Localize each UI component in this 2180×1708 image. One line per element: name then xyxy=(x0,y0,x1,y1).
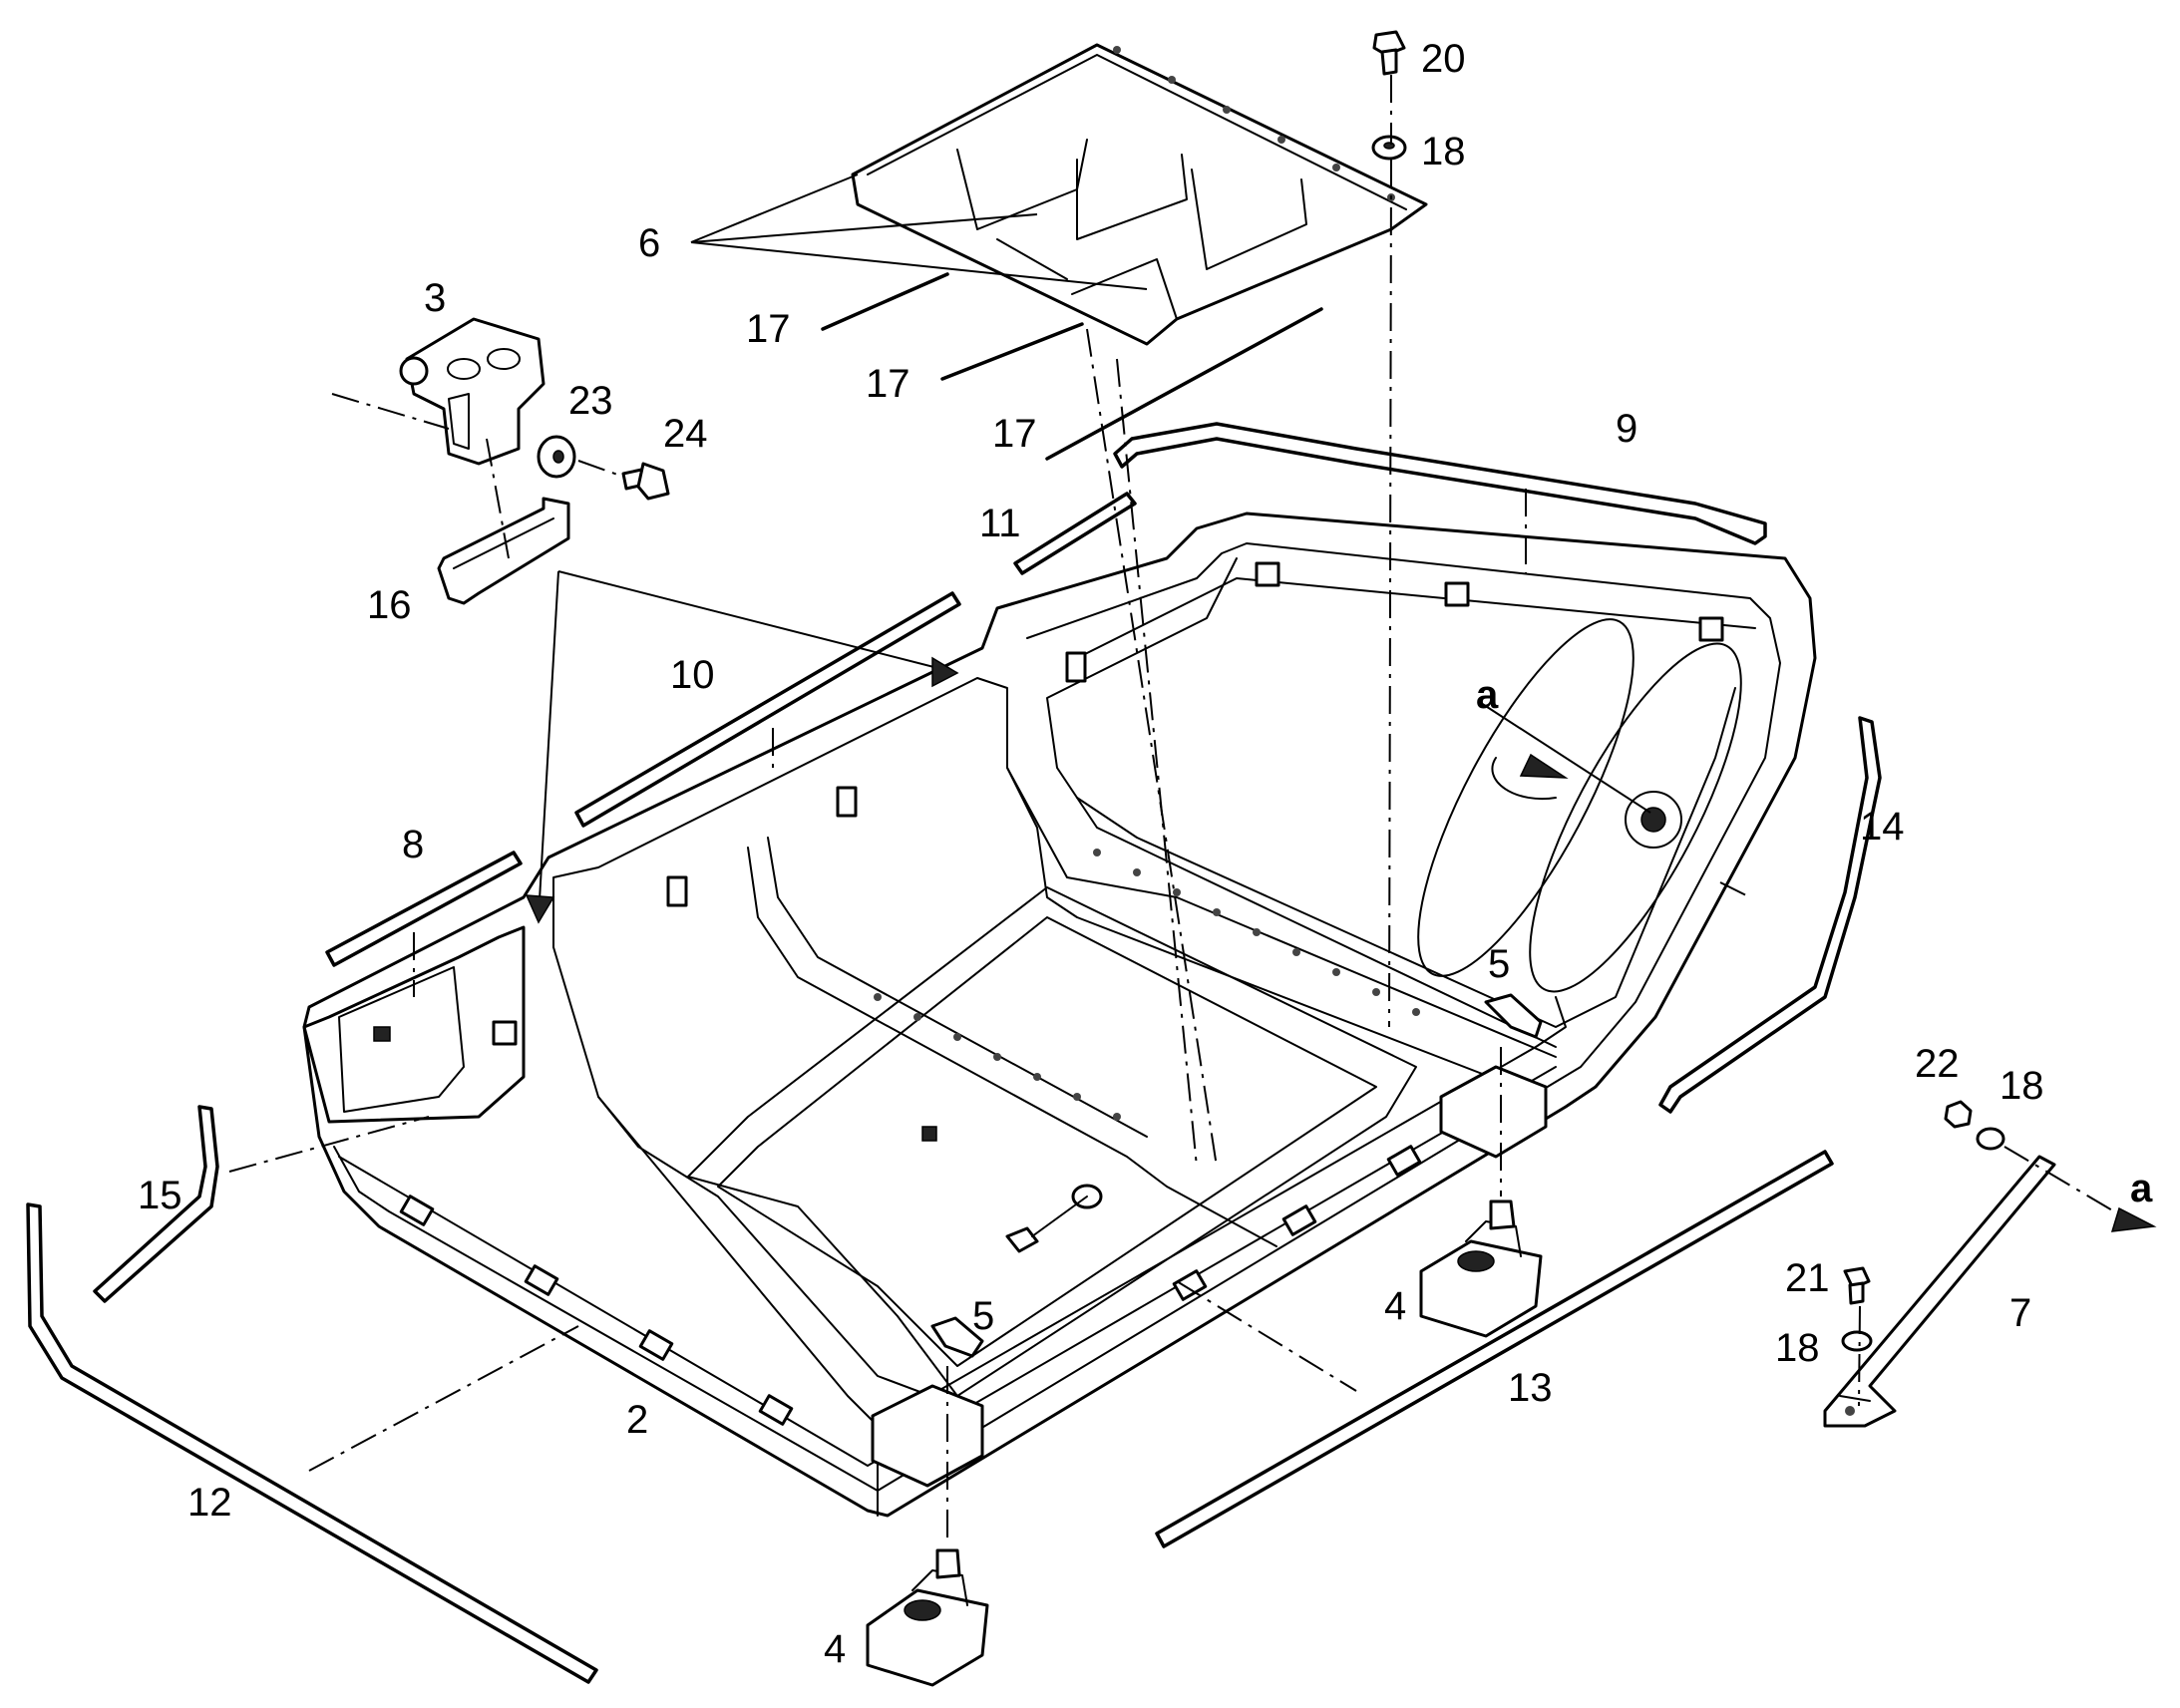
rubber-mount-4a xyxy=(1419,1199,1543,1338)
fan-hub xyxy=(1625,791,1682,849)
callout-2: 2 xyxy=(626,1398,648,1442)
callout-10: 10 xyxy=(670,653,715,697)
arrow-head-2 xyxy=(525,894,555,924)
clip-part-16 xyxy=(437,497,570,605)
callout-13: 13 xyxy=(1508,1366,1553,1410)
view-label-a2: a xyxy=(2130,1167,2153,1210)
callout-23: 23 xyxy=(568,379,613,423)
view-arrow-a1 xyxy=(1519,753,1569,779)
seal-11 xyxy=(1013,492,1137,575)
view-label-a1: a xyxy=(1476,673,1499,717)
seal-9 xyxy=(1113,422,1767,545)
callout-12: 12 xyxy=(187,1481,232,1525)
callout-4b: 4 xyxy=(824,1627,846,1671)
nut-22 xyxy=(1944,1100,1973,1129)
mount-bolt xyxy=(1005,1184,1103,1253)
callout-18a: 18 xyxy=(1421,130,1466,173)
seal-strip-17b xyxy=(940,322,1084,381)
callout-9: 9 xyxy=(1616,407,1637,451)
bolt-21 xyxy=(1843,1266,1871,1305)
callout-17c: 17 xyxy=(992,412,1037,456)
washer-18-right xyxy=(1976,1127,2005,1151)
callout-18c: 18 xyxy=(1775,1326,1820,1370)
callout-20: 20 xyxy=(1421,37,1466,81)
callout-11: 11 xyxy=(979,502,1021,545)
seal-10 xyxy=(574,591,961,828)
seal-strip-17c xyxy=(1045,307,1323,461)
rubber-mount-4b xyxy=(866,1548,989,1687)
seal-8 xyxy=(325,851,523,967)
callout-15: 15 xyxy=(138,1174,182,1217)
washer-18-lower xyxy=(1841,1330,1873,1352)
seal-strip-17a xyxy=(821,272,949,331)
bracket-5a xyxy=(1484,993,1543,1039)
callout-3: 3 xyxy=(424,276,446,320)
air-duct-part-6 xyxy=(851,43,1428,346)
bolt-24 xyxy=(621,462,670,501)
bolt-20 xyxy=(1372,30,1406,76)
bracket-5b xyxy=(930,1316,984,1358)
callout-5a: 5 xyxy=(1488,942,1510,986)
cab-floor-frame xyxy=(302,512,1817,1518)
callout-21: 21 xyxy=(1785,1256,1830,1300)
callout-8: 8 xyxy=(402,823,424,866)
callout-14: 14 xyxy=(1860,805,1905,849)
callout-17a: 17 xyxy=(746,307,791,351)
callout-22: 22 xyxy=(1915,1042,1960,1086)
callout-7: 7 xyxy=(2009,1291,2031,1335)
seal-13 xyxy=(1155,1150,1834,1548)
callout-18b: 18 xyxy=(1999,1064,2044,1108)
view-arrow-a2 xyxy=(2110,1206,2157,1232)
rear-window-glass xyxy=(1417,618,1742,993)
seal-12 xyxy=(26,1202,598,1684)
arrow-head-1 xyxy=(931,656,959,688)
callout-6: 6 xyxy=(638,221,660,265)
callout-16: 16 xyxy=(367,583,412,627)
callout-4a: 4 xyxy=(1384,1284,1406,1328)
callout-24: 24 xyxy=(663,412,708,456)
hinge-part-3 xyxy=(399,317,545,466)
callout-17b: 17 xyxy=(866,362,910,406)
callout-5b: 5 xyxy=(972,1294,994,1338)
seal-15 xyxy=(93,1105,219,1303)
bracket-part-7 xyxy=(1823,1155,2056,1428)
seal-14 xyxy=(1658,716,1882,1114)
